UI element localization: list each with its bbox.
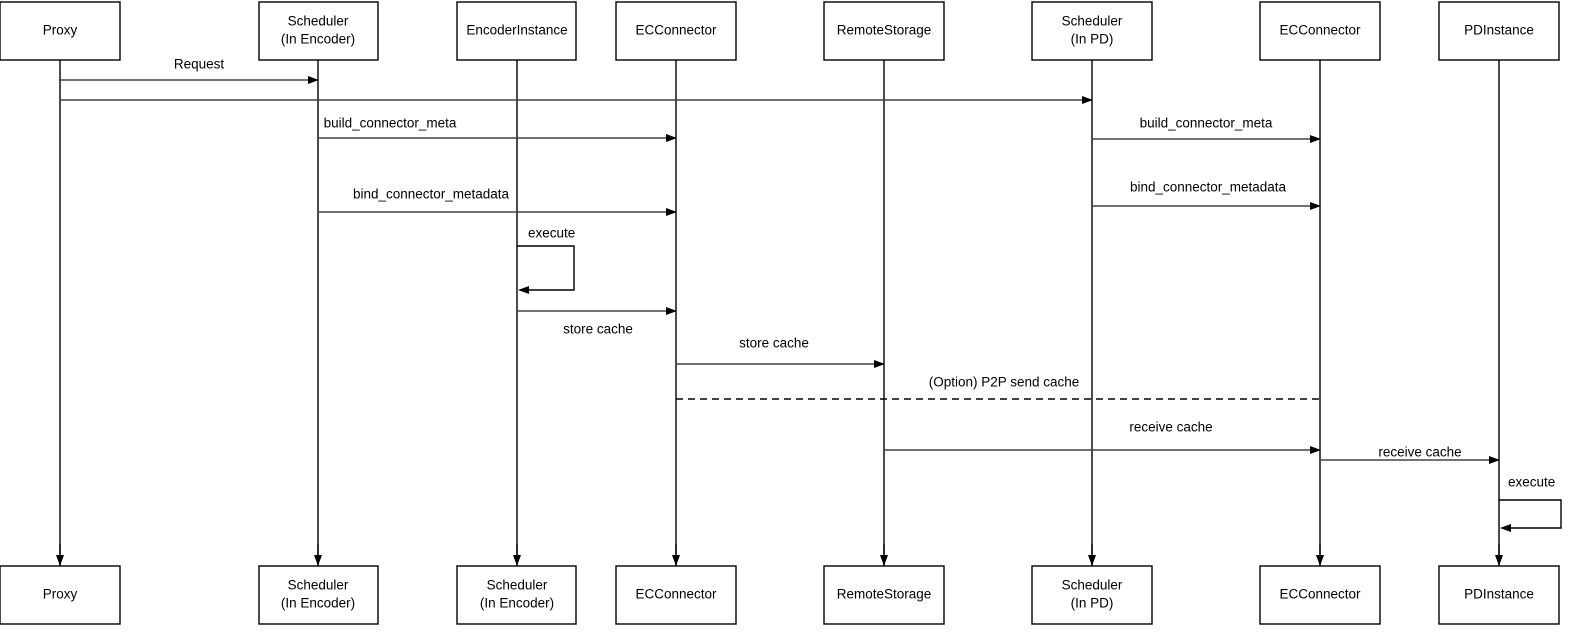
participant-box-remote_storage[interactable] <box>823 1 945 61</box>
participant-box-encoder_inst[interactable] <box>456 565 577 625</box>
lifelines-layer <box>56 60 1503 566</box>
message-m4[interactable]: build_connector_meta <box>1092 116 1321 143</box>
message-m12[interactable]: receive cache <box>1320 445 1500 464</box>
participant-box-pd_instance[interactable] <box>1438 565 1560 625</box>
participant-box-sched_encoder[interactable] <box>258 565 379 625</box>
message-m3[interactable]: build_connector_meta <box>318 116 677 142</box>
message-label-m7: execute <box>528 226 575 241</box>
message-label-m13: execute <box>1508 475 1555 490</box>
message-selfloop-m7 <box>517 245 575 291</box>
message-m6[interactable]: bind_connector_metadata <box>1092 180 1321 210</box>
message-arrowhead-m7 <box>518 286 529 294</box>
participant-label-ec_connector_r: ECConnector <box>1279 23 1361 38</box>
participant-label-encoder_inst: EncoderInstance <box>466 23 567 38</box>
participant-bottom-sched_pd[interactable]: Scheduler (In PD) <box>1031 565 1153 625</box>
message-m11[interactable]: receive cache <box>884 420 1321 454</box>
participant-top-proxy[interactable]: Proxy <box>0 1 121 61</box>
participant-label-proxy: Proxy <box>43 587 78 602</box>
participant-top-remote_storage[interactable]: RemoteStorage <box>823 1 945 61</box>
participant-top-ec_connector_r[interactable]: ECConnector <box>1259 1 1381 61</box>
participant-bottom-proxy[interactable]: Proxy <box>0 565 121 625</box>
participant-box-encoder_inst[interactable] <box>456 1 577 61</box>
message-m5[interactable]: bind_connector_metadata <box>318 187 677 216</box>
message-label-m1: Request <box>174 57 225 72</box>
participant-box-sched_encoder[interactable] <box>258 1 379 61</box>
message-arrowhead-m13 <box>1500 524 1511 532</box>
participant-box-pd_instance[interactable] <box>1438 1 1560 61</box>
participant-label-line1-encoder_inst: Scheduler <box>487 578 548 593</box>
participant-label-line1-sched_pd: Scheduler <box>1062 14 1123 29</box>
participant-bottom-ec_connector_r[interactable]: ECConnector <box>1259 565 1381 625</box>
participant-label-line1-sched_encoder: Scheduler <box>288 578 349 593</box>
participant-box-ec_connector_r[interactable] <box>1259 1 1381 61</box>
participant-top-sched_pd[interactable]: Scheduler (In PD) <box>1031 1 1153 61</box>
participant-label-ec_connector_l: ECConnector <box>635 587 717 602</box>
participant-label-line1-sched_encoder: Scheduler <box>288 14 349 29</box>
message-m7[interactable]: execute <box>517 226 575 294</box>
participant-box-sched_pd[interactable] <box>1031 1 1153 61</box>
message-label-m8: store cache <box>563 322 633 337</box>
message-m1[interactable]: Request <box>60 57 319 84</box>
participant-label-line2-sched_encoder: (In Encoder) <box>281 596 355 611</box>
participant-top-pd_instance[interactable]: PDInstance <box>1438 1 1560 61</box>
participant-label-line1-sched_pd: Scheduler <box>1062 578 1123 593</box>
participant-label-line2-encoder_inst: (In Encoder) <box>480 596 554 611</box>
message-label-m10: (Option) P2P send cache <box>929 375 1080 390</box>
message-label-m9: store cache <box>739 336 809 351</box>
participant-label-proxy: Proxy <box>43 23 78 38</box>
participant-box-ec_connector_r[interactable] <box>1259 565 1381 625</box>
participant-bottom-remote_storage[interactable]: RemoteStorage <box>823 565 945 625</box>
message-m8[interactable]: store cache <box>517 307 677 337</box>
participant-label-remote_storage: RemoteStorage <box>837 587 932 602</box>
participant-box-sched_pd[interactable] <box>1031 565 1153 625</box>
participant-label-line2-sched_encoder: (In Encoder) <box>281 32 355 47</box>
participant-label-remote_storage: RemoteStorage <box>837 23 932 38</box>
participant-box-remote_storage[interactable] <box>823 565 945 625</box>
participant-top-encoder_inst[interactable]: EncoderInstance <box>456 1 577 61</box>
participant-box-proxy[interactable] <box>0 1 121 61</box>
participant-label-pd_instance: PDInstance <box>1464 587 1534 602</box>
message-label-m5: bind_connector_metadata <box>353 187 510 202</box>
participant-bottom-ec_connector_l[interactable]: ECConnector <box>615 565 737 625</box>
participant-label-ec_connector_l: ECConnector <box>635 23 717 38</box>
participant-top-ec_connector_l[interactable]: ECConnector <box>615 1 737 61</box>
message-label-m4: build_connector_meta <box>1140 116 1273 131</box>
message-label-m12: receive cache <box>1378 445 1461 460</box>
participant-label-line2-sched_pd: (In PD) <box>1071 596 1114 611</box>
participant-label-line2-sched_pd: (In PD) <box>1071 32 1114 47</box>
participant-bottom-sched_encoder[interactable]: Scheduler (In Encoder) <box>258 565 379 625</box>
messages-layer: Request build_connector_meta build_connect… <box>60 57 1562 532</box>
message-label-m3: build_connector_meta <box>324 116 457 131</box>
message-m10[interactable]: (Option) P2P send cache <box>676 375 1320 400</box>
participant-bottom-encoder_inst[interactable]: Scheduler (In Encoder) <box>456 565 577 625</box>
participant-label-ec_connector_r: ECConnector <box>1279 587 1361 602</box>
message-label-m11: receive cache <box>1129 420 1212 435</box>
message-label-m6: bind_connector_metadata <box>1130 180 1287 195</box>
participant-box-ec_connector_l[interactable] <box>615 565 737 625</box>
participant-box-ec_connector_l[interactable] <box>615 1 737 61</box>
participant-top-sched_encoder[interactable]: Scheduler (In Encoder) <box>258 1 379 61</box>
participant-label-pd_instance: PDInstance <box>1464 23 1534 38</box>
participant-bottom-pd_instance[interactable]: PDInstance <box>1438 565 1560 625</box>
message-m13[interactable]: execute <box>1499 475 1562 532</box>
participant-box-proxy[interactable] <box>0 565 121 625</box>
message-m9[interactable]: store cache <box>676 336 885 368</box>
message-selfloop-m13 <box>1499 499 1562 529</box>
